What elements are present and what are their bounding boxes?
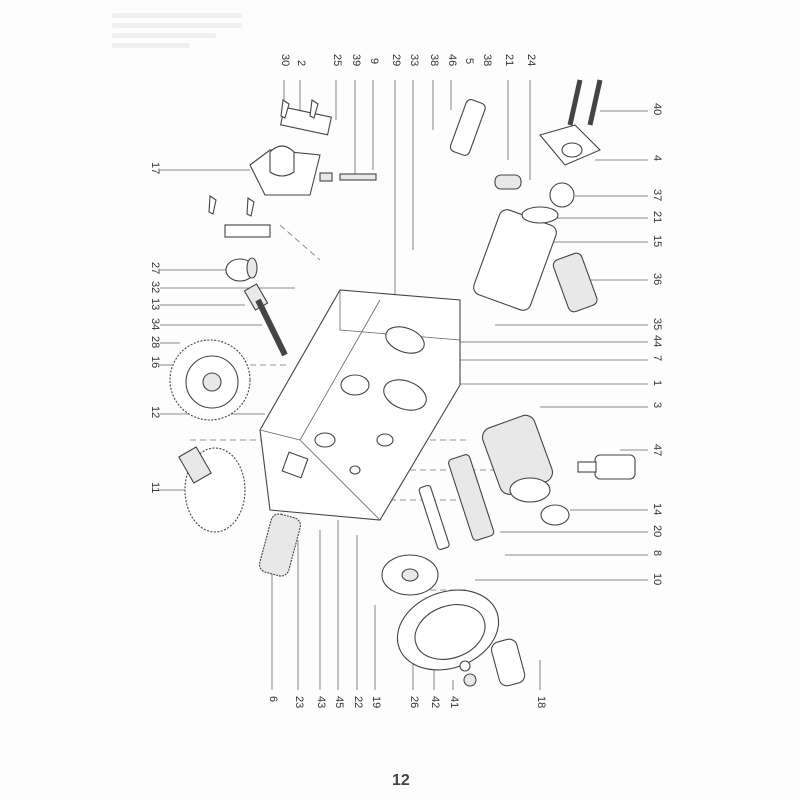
label-3: 3: [651, 402, 663, 409]
label-9: 9: [368, 58, 380, 65]
page-number: 12: [392, 772, 410, 789]
label-22: 22: [352, 696, 364, 709]
gear-part-11: [178, 446, 246, 533]
label-24: 24: [525, 54, 537, 67]
sleeve-part-15: [473, 206, 559, 311]
label-13: 13: [149, 298, 161, 311]
label-5: 5: [463, 58, 475, 65]
label-29: 29: [390, 54, 402, 67]
leader-lines-right: [445, 110, 648, 581]
label-35: 35: [651, 318, 663, 331]
label-32: 32: [149, 281, 161, 294]
knob-part-27: [225, 257, 258, 282]
worm-gear-part-6: [258, 513, 302, 577]
leader-lines-left: [160, 169, 295, 491]
label-2: 2: [295, 60, 307, 67]
label-23: 23: [293, 696, 305, 709]
label-40: 40: [651, 103, 663, 116]
label-43: 43: [315, 696, 327, 709]
main-housing-part-1: [259, 289, 461, 521]
label-4: 4: [651, 155, 663, 162]
label-16: 16: [149, 356, 161, 369]
washer-part-42: [459, 660, 471, 672]
shaft-gear-part-13: [243, 283, 288, 357]
label-14: 14: [651, 503, 663, 516]
label-39: 39: [350, 54, 362, 67]
label-18: 18: [535, 696, 547, 709]
label-19: 19: [370, 696, 382, 709]
label-1: 1: [651, 380, 663, 387]
label-12: 12: [149, 406, 161, 419]
label-38: 38: [428, 54, 440, 67]
pin-part-47: [577, 454, 636, 480]
block-part-4: [539, 124, 601, 166]
label-36: 36: [651, 273, 663, 286]
label-44: 44: [651, 335, 663, 348]
leader-lines-top: [283, 80, 531, 300]
label-45: 45: [333, 696, 345, 709]
label-38b: 38: [481, 54, 493, 67]
leader-lines-bottom: [271, 520, 541, 690]
label-34: 34: [149, 318, 161, 331]
label-42: 42: [429, 696, 441, 709]
rod-part-10: [418, 484, 450, 551]
label-27: 27: [149, 262, 161, 275]
splined-shaft-part-8: [448, 454, 495, 541]
label-17: 17: [149, 162, 161, 175]
screws-part-40: [567, 79, 603, 126]
shaft-part-5: [449, 99, 522, 190]
faint-header-text: [112, 8, 242, 56]
label-15: 15: [651, 235, 663, 248]
label-33: 33: [408, 54, 420, 67]
handle-part-18: [490, 638, 526, 687]
ring-part-37: [549, 182, 575, 208]
label-10: 10: [651, 573, 663, 586]
label-21: 21: [503, 54, 515, 67]
label-11: 11: [149, 482, 161, 494]
label-28: 28: [149, 336, 161, 349]
cap-part-36: [552, 252, 598, 313]
label-47: 47: [651, 444, 663, 457]
label-8: 8: [651, 550, 663, 557]
dial-part-22: [381, 554, 439, 596]
disc-part-14: [540, 504, 570, 526]
label-26: 26: [408, 696, 420, 709]
nut-part-41: [463, 673, 477, 687]
label-37: 37: [651, 189, 663, 202]
label-41: 41: [448, 696, 460, 709]
label-30: 30: [279, 54, 291, 67]
label-46: 46: [446, 54, 458, 67]
label-7: 7: [651, 355, 663, 362]
label-21-right: 21: [651, 211, 663, 224]
handwheel-part-26: [396, 589, 500, 671]
label-20: 20: [651, 525, 663, 538]
label-25: 25: [331, 54, 343, 67]
label-6: 6: [267, 696, 279, 703]
clamp-assembly-part-17: [208, 99, 377, 238]
bushing-part-3: [481, 414, 554, 503]
large-gear-part-16: [169, 339, 251, 421]
